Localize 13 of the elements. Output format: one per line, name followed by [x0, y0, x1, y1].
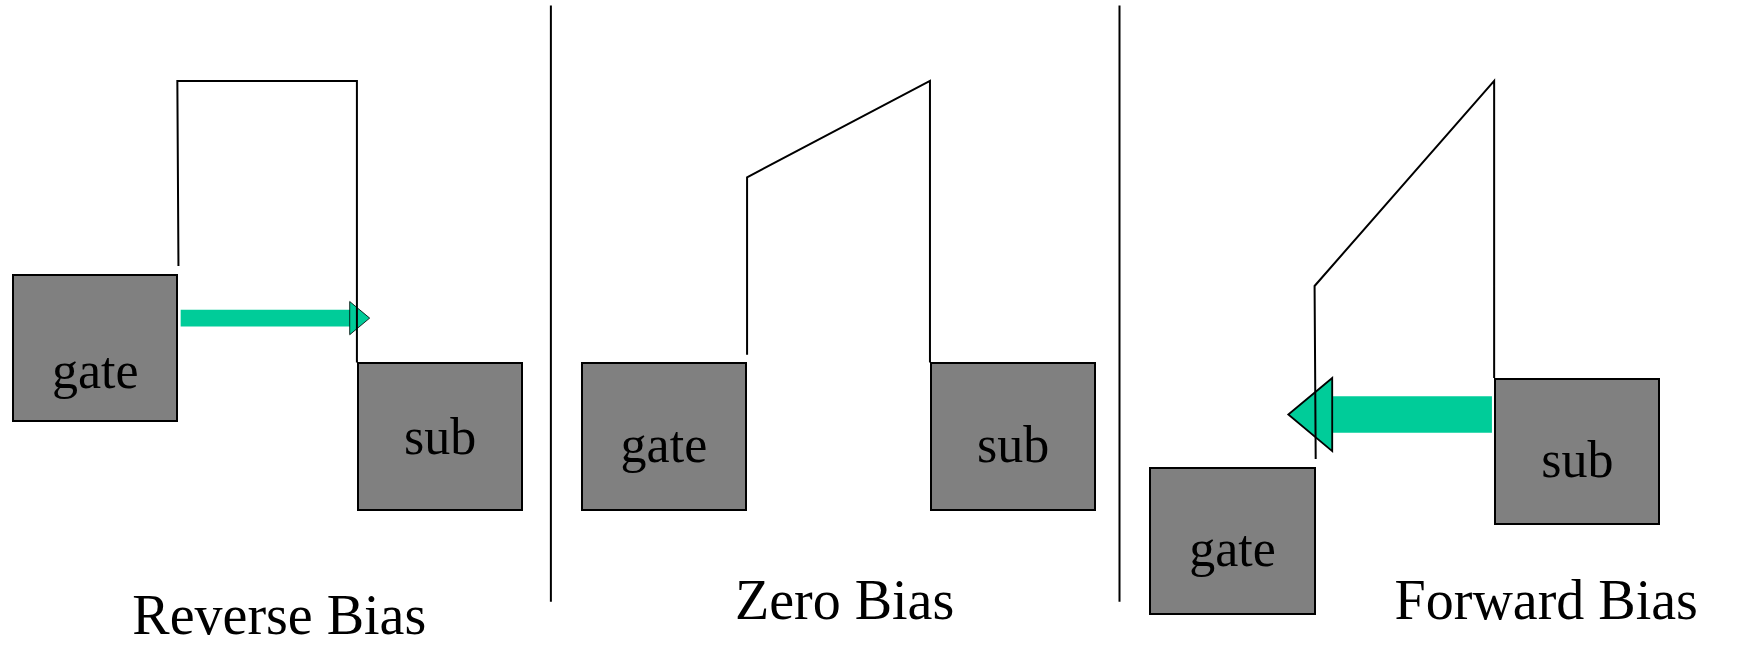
energy-band-line	[176, 79, 358, 364]
energy-band-box: gate	[580, 362, 748, 511]
energy-band-box: gate	[1149, 466, 1316, 616]
bias-caption: Zero Bias	[734, 571, 955, 628]
energy-band-box: gate	[12, 273, 179, 423]
bias-caption: Reverse Bias	[132, 587, 427, 644]
block-arrow	[1287, 377, 1492, 453]
energy-band-line	[746, 79, 931, 364]
energy-band-box: sub	[1494, 377, 1661, 526]
block-arrow	[180, 301, 371, 336]
energy-band-box: sub	[356, 362, 524, 511]
bias-caption: Forward Bias	[1394, 571, 1698, 628]
energy-band-box: sub	[929, 362, 1097, 511]
